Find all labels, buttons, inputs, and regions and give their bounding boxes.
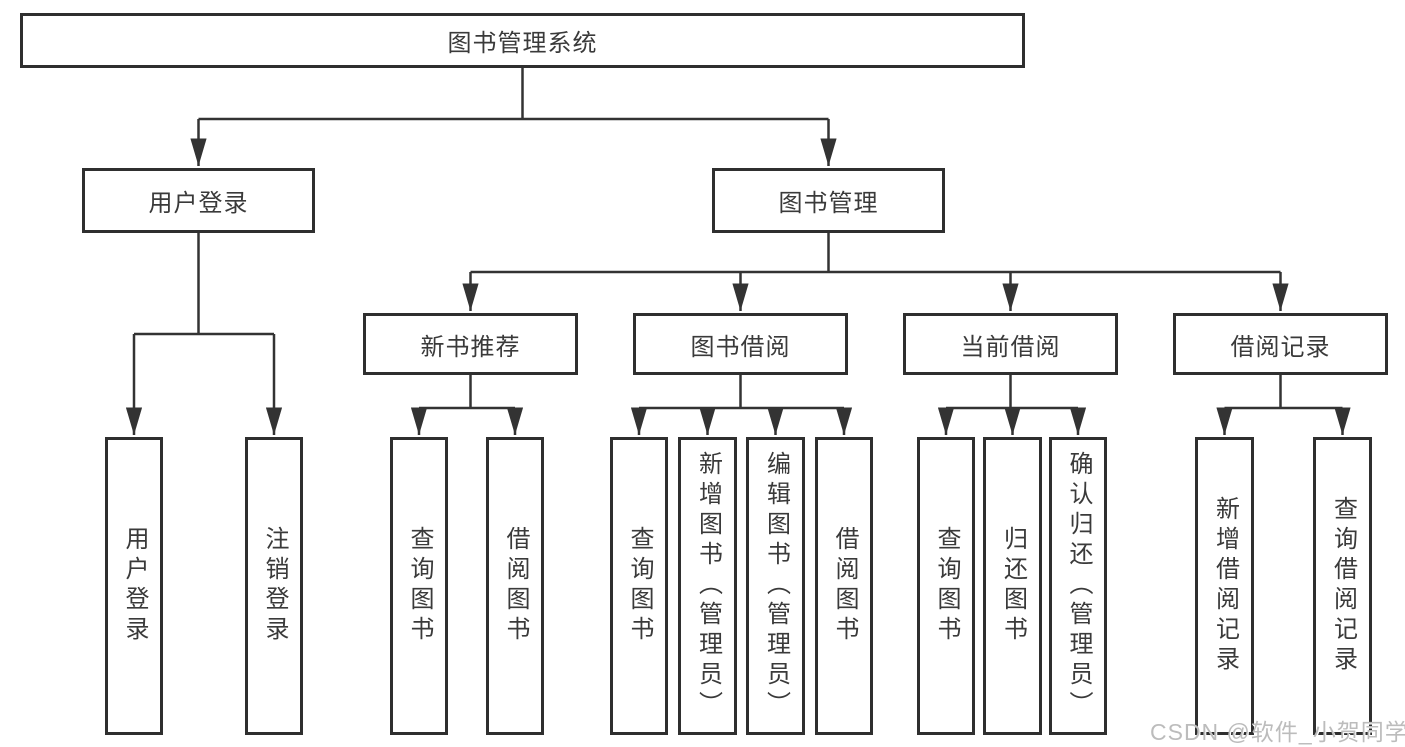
node-library-management-system: 图书管理系统 (20, 13, 1025, 68)
node-label: 用户登录 (148, 190, 249, 217)
node-label: 借阅记录 (1230, 333, 1331, 361)
leaf-label: 借阅图书 (831, 526, 858, 646)
node-book-management: 图书管理 (712, 168, 945, 233)
leaf-label: 确认归还（管理员） (1065, 451, 1092, 721)
leaf-add-borrow-record: 新增借阅记录 (1195, 437, 1254, 735)
leaf-logout: 注销登录 (245, 437, 303, 735)
leaf-label: 查询借阅记录 (1329, 496, 1357, 676)
leaf-add-books-admin: 新增图书（管理员） (678, 437, 737, 735)
leaf-query-books: 查询图书 (610, 437, 668, 735)
node-current-borrowing: 当前借阅 (903, 313, 1118, 375)
csdn-watermark: CSDN @软件_小贺同学 (1150, 719, 1405, 745)
leaf-label: 归还图书 (999, 526, 1027, 646)
leaf-label: 查询图书 (933, 526, 960, 646)
leaf-label: 查询图书 (406, 526, 433, 646)
node-book-borrowing: 图书借阅 (633, 313, 848, 375)
leaf-label: 查询图书 (626, 526, 653, 646)
leaf-borrow-books-recommend: 借阅图书 (486, 437, 544, 735)
node-label: 图书管理 (778, 190, 879, 217)
node-label: 图书借阅 (690, 333, 791, 361)
leaf-label: 注销登录 (261, 526, 288, 646)
leaf-label: 新增图书（管理员） (694, 451, 722, 721)
leaf-query-books-recommend: 查询图书 (390, 437, 448, 735)
node-user-login: 用户登录 (82, 168, 315, 233)
leaf-user-login: 用户登录 (105, 437, 163, 735)
leaf-label: 新增借阅记录 (1211, 496, 1239, 676)
leaf-edit-books-admin: 编辑图书（管理员） (746, 437, 805, 735)
node-label: 当前借阅 (960, 333, 1061, 361)
leaf-return-books: 归还图书 (983, 437, 1042, 735)
leaf-query-books-current: 查询图书 (917, 437, 975, 735)
leaf-label: 借阅图书 (502, 526, 529, 646)
leaf-query-borrow-record: 查询借阅记录 (1313, 437, 1372, 735)
node-new-book-recommend: 新书推荐 (363, 313, 578, 375)
node-label: 新书推荐 (420, 333, 521, 361)
node-borrowing-records: 借阅记录 (1173, 313, 1388, 375)
node-label: 图书管理系统 (447, 30, 598, 57)
leaf-label: 用户登录 (121, 526, 148, 646)
leaf-borrow-books: 借阅图书 (815, 437, 873, 735)
leaf-label: 编辑图书（管理员） (762, 451, 790, 721)
leaf-confirm-return-admin: 确认归还（管理员） (1049, 437, 1107, 735)
